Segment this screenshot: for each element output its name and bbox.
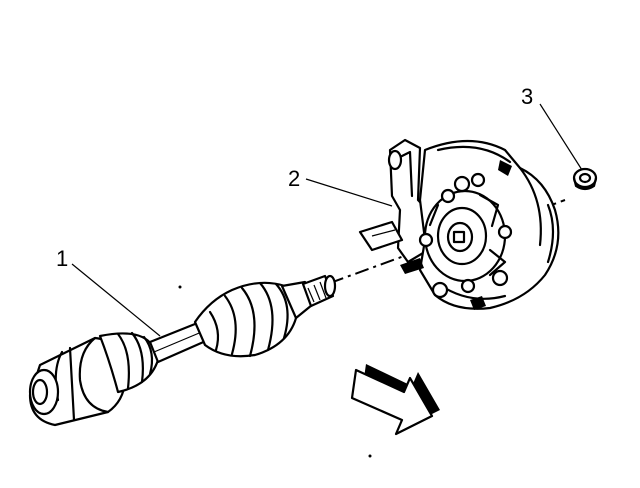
hub-center-bore (423, 189, 507, 283)
callout-2: 2 (288, 166, 300, 191)
callout-3: 3 (521, 84, 533, 109)
inner-boot (98, 331, 160, 394)
knuckle-body (358, 138, 434, 264)
inner-joint-housing (28, 336, 127, 427)
callout-leaders (71, 103, 583, 337)
speck (368, 454, 372, 458)
callout-1: 1 (56, 246, 68, 271)
axle-nut (572, 167, 598, 191)
outer-boot (193, 281, 298, 358)
speck (178, 285, 182, 289)
leader-line-3 (539, 103, 583, 171)
wheel-studs (418, 172, 513, 299)
direction-arrow-icon (350, 364, 440, 436)
outer-cv-joint-stub (280, 274, 337, 320)
drive-axle-shaft (28, 274, 337, 427)
leader-line-1 (71, 263, 161, 337)
knuckle-shading (400, 160, 512, 310)
steering-knuckle-hub (358, 138, 560, 310)
leader-line-2 (305, 178, 393, 207)
